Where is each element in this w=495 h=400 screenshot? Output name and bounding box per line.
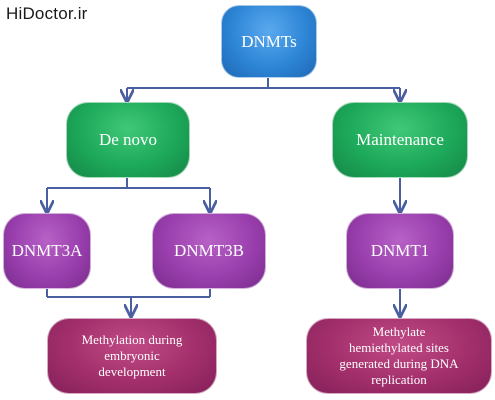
node-maintenance: Maintenance — [332, 102, 468, 178]
embryonic-line-3: development — [98, 364, 166, 379]
embryonic-line-1: Methylation during — [81, 332, 183, 347]
replication-line-1: Methylate — [372, 324, 426, 339]
embryonic-line-2: embryonic — [104, 348, 160, 363]
node-dnmts-label: DNMTs — [241, 31, 297, 51]
node-de-novo: De novo — [66, 102, 190, 178]
node-dnmts: DNMTs — [221, 5, 317, 78]
node-dnmt3a: DNMT3A — [3, 213, 91, 289]
node-de-novo-label: De novo — [98, 130, 158, 149]
node-dnmt3b-label: DNMT3B — [174, 241, 244, 260]
node-dnmt3b: DNMT3B — [152, 213, 266, 289]
watermark-text: HiDoctor.ir — [6, 4, 88, 23]
node-dnmt3a-label: DNMT3A — [11, 241, 83, 260]
node-dnmt1-label: DNMT1 — [370, 241, 430, 260]
replication-line-3: generated during DNA — [339, 356, 459, 371]
node-embryonic-methylation: Methylation during embryonic development — [47, 318, 217, 394]
replication-line-2: hemiethylated sites — [348, 340, 449, 355]
node-dnmt1: DNMT1 — [346, 213, 454, 289]
node-replication-methylation: Methylate hemiethylated sites generated … — [306, 318, 492, 394]
replication-line-4: replication — [371, 372, 427, 387]
node-maintenance-label: Maintenance — [356, 130, 444, 149]
